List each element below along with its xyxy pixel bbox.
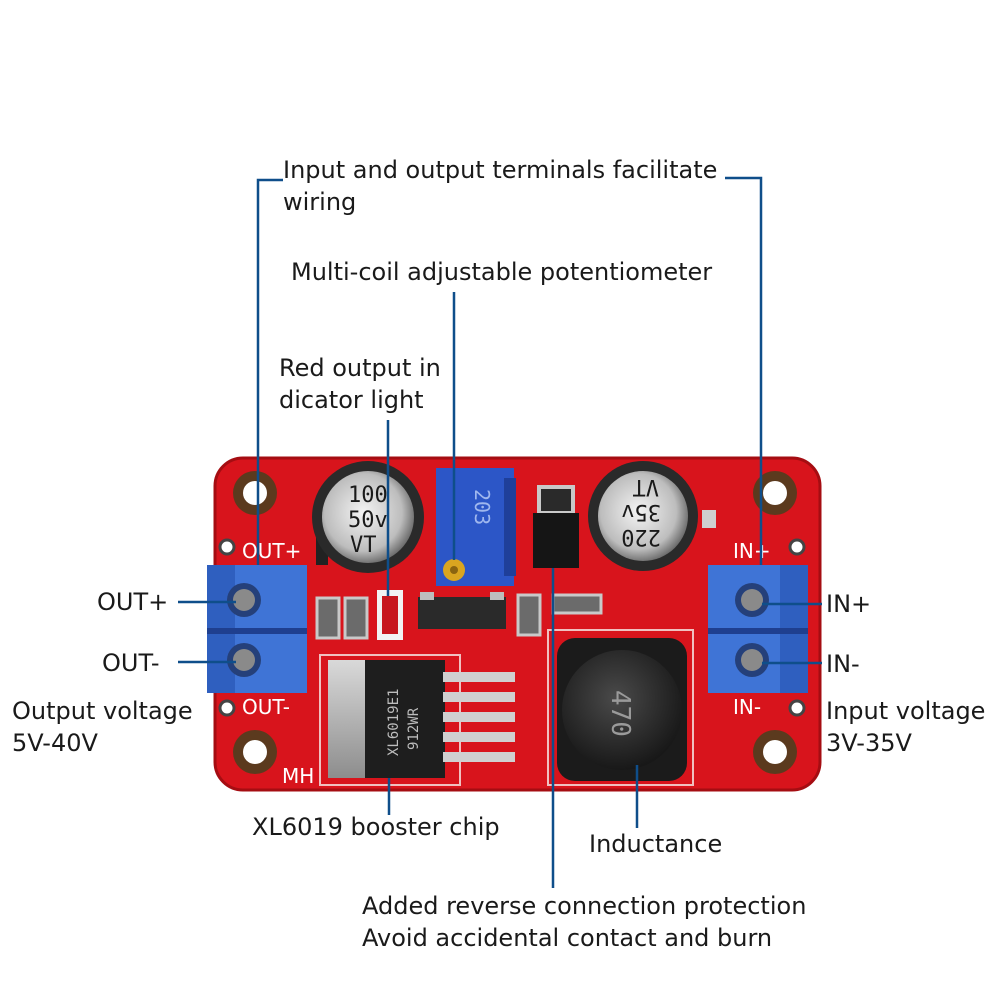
red-led — [377, 590, 403, 640]
mounting-hole-bottom-right — [753, 730, 797, 774]
svg-text:VT: VT — [633, 474, 660, 499]
leader-terminals-right — [725, 176, 763, 565]
label-output-voltage: Output voltage 5V-40V — [12, 695, 193, 759]
svg-text:203: 203 — [470, 489, 494, 525]
svg-text:50v: 50v — [348, 508, 388, 533]
label-led-line2: dicator light — [279, 386, 424, 414]
capacitor-100uf: 100 50v VT — [312, 461, 424, 573]
svg-text:100: 100 — [348, 483, 388, 508]
label-inductance: Inductance — [589, 830, 723, 858]
leader-lines — [178, 176, 822, 888]
input-terminal-block — [708, 565, 808, 693]
label-protection-line1: Added reverse connection protection — [362, 892, 807, 920]
label-protection: Added reverse connection protection Avoi… — [362, 890, 806, 954]
label-input-voltage: Input voltage 3V-35V — [826, 695, 985, 759]
silk-in-minus: IN- — [733, 695, 761, 719]
xl6019-chip: XL6019E1 912WR — [328, 660, 515, 778]
mounting-hole-top-left — [233, 471, 277, 515]
label-terminals: Input and output terminals facilitate wi… — [283, 154, 717, 218]
label-output-voltage-line1: Output voltage — [12, 697, 193, 725]
capacitor-220uf: 220 35v VT — [588, 461, 716, 571]
mounting-hole-top-right — [753, 471, 797, 515]
svg-text:VT: VT — [350, 533, 377, 558]
label-led: Red output in dicator light — [279, 352, 441, 416]
label-potentiometer: Multi-coil adjustable potentiometer — [291, 258, 713, 286]
svg-text:470: 470 — [605, 690, 635, 737]
leader-terminals-left — [256, 178, 283, 565]
mounting-hole-bottom-left — [233, 730, 277, 774]
svg-text:220: 220 — [621, 524, 661, 549]
silk-in-plus: IN+ — [733, 539, 771, 563]
potentiometer: 203 — [436, 468, 516, 586]
label-out-plus: OUT+ — [97, 588, 169, 616]
silk-maker-mark: MH — [282, 764, 314, 788]
label-out-minus: OUT- — [102, 649, 160, 677]
label-in-minus: IN- — [826, 650, 860, 678]
label-protection-line2: Avoid accidental contact and burn — [362, 924, 773, 952]
label-in-plus: IN+ — [826, 590, 872, 618]
label-input-voltage-line1: Input voltage — [826, 697, 986, 725]
silk-out-plus: OUT+ — [242, 539, 301, 563]
svg-text:35v: 35v — [621, 499, 661, 524]
inductor: 470 — [557, 638, 687, 781]
svg-text:912WR: 912WR — [406, 707, 422, 750]
label-input-voltage-line2: 3V-35V — [826, 729, 912, 757]
label-chip: XL6019 booster chip — [252, 813, 500, 841]
label-terminals-line1: Input and output terminals facilitate — [283, 156, 718, 184]
svg-text:XL6019E1: XL6019E1 — [386, 689, 402, 756]
label-output-voltage-line2: 5V-40V — [12, 729, 98, 757]
silk-out-minus: OUT- — [242, 695, 290, 719]
label-led-line1: Red output in — [279, 354, 441, 382]
smd-transistor — [418, 592, 506, 629]
label-terminals-line2: wiring — [283, 188, 357, 216]
output-terminal-block — [207, 565, 307, 693]
protection-diode — [533, 485, 579, 568]
